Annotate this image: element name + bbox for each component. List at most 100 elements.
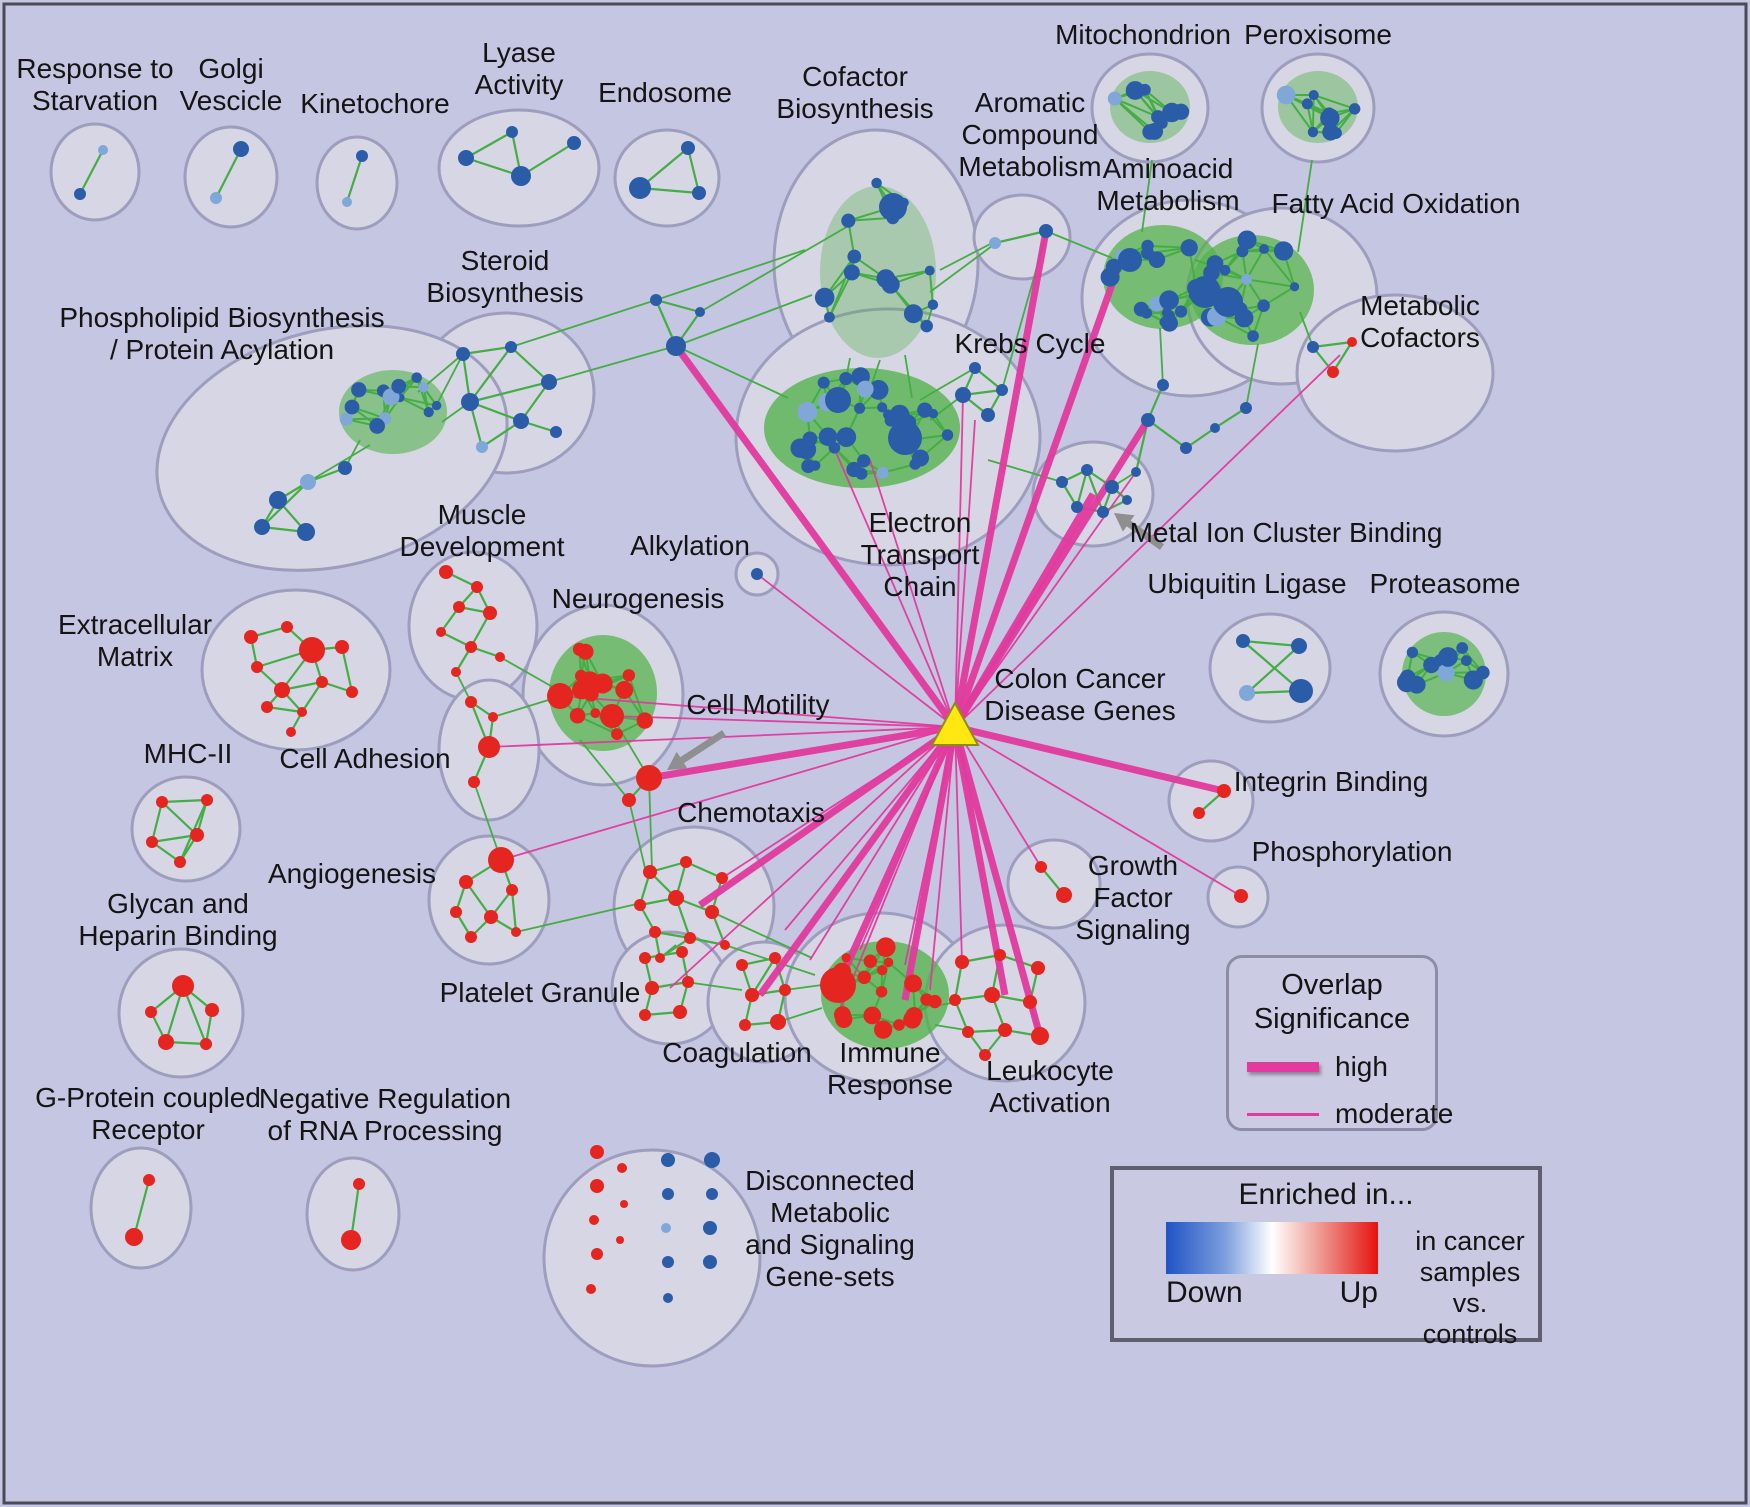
gene-node: [488, 712, 498, 722]
gene-node: [681, 141, 695, 155]
enrichment-gradient-labels: Down Up: [1166, 1276, 1378, 1310]
enrichment-edge: [686, 147, 701, 194]
gene-node: [909, 458, 921, 470]
overlap-edge-high: [951, 260, 1124, 729]
cluster-label: Ubiquitin Ligase: [1147, 568, 1346, 599]
cross-cluster-edge: [579, 739, 630, 801]
gene-node: [868, 379, 889, 400]
cluster-label: Kinetochore: [300, 88, 449, 119]
gene-node: [1172, 103, 1190, 120]
gene-node: [1240, 273, 1252, 285]
gene-node: [1259, 244, 1269, 254]
gene-node: [172, 975, 194, 997]
cluster-label: Chemotaxis: [677, 797, 825, 828]
gene-node: [955, 955, 969, 969]
cluster-label: Mitochondrion: [1055, 19, 1231, 50]
enrichment-edge: [685, 860, 723, 880]
overlap-edge-high: [834, 725, 959, 987]
gene-node: [949, 994, 961, 1006]
gene-node: [836, 427, 857, 447]
cross-cluster-edge: [1159, 327, 1164, 386]
gene-node: [346, 686, 358, 698]
gene-node: [254, 519, 270, 535]
gene-node: [1157, 379, 1169, 391]
gene-node: [338, 461, 352, 475]
overlap-legend-moderate-row: moderate: [1247, 1098, 1453, 1130]
gene-node: [1031, 961, 1045, 975]
gene-node: [1203, 264, 1220, 282]
cluster-label: Metal Ion Cluster Binding: [1130, 517, 1443, 548]
cross-cluster-edge: [1297, 159, 1313, 253]
gene-node: [779, 984, 791, 996]
overlap-edge-moderate: [784, 726, 956, 931]
overlap-edge-high: [951, 230, 1050, 728]
gene-node: [617, 1163, 627, 1173]
gene-node: [436, 627, 446, 637]
gene-node: [655, 953, 665, 963]
gene-node: [736, 959, 748, 971]
gene-node: [1146, 122, 1164, 140]
gene-node: [210, 192, 222, 204]
enrichment-edge: [132, 1179, 151, 1238]
gene-node: [1289, 679, 1313, 703]
gene-node: [143, 1174, 155, 1186]
cluster-ellipse-kinetochore: [315, 135, 399, 231]
moderate-significance-line-swatch: [1247, 1112, 1319, 1116]
gene-node: [663, 1293, 673, 1303]
gene-node: [751, 568, 763, 580]
gene-node: [876, 466, 889, 479]
cross-cluster-edge: [473, 781, 502, 861]
gene-node: [857, 970, 871, 985]
gene-node: [941, 429, 954, 441]
gene-node: [636, 712, 653, 729]
gene-node: [1348, 103, 1361, 115]
gene-node: [745, 988, 759, 1002]
annotation-arrowhead: [667, 751, 688, 770]
cluster-ellipse-endosome: [613, 128, 721, 228]
gene-node: [511, 927, 521, 937]
gene-node: [739, 1019, 751, 1031]
gene-node: [541, 374, 557, 390]
gene-node: [339, 412, 353, 426]
gene-node: [716, 872, 728, 884]
gene-node: [969, 362, 981, 374]
down-label: Down: [1166, 1276, 1243, 1309]
gene-node: [590, 1145, 604, 1159]
gene-node: [1234, 889, 1248, 903]
gene-node: [201, 794, 213, 806]
cluster-label: Angiogenesis: [268, 858, 436, 889]
gene-node: [616, 1236, 624, 1244]
gene-node: [598, 678, 613, 693]
gene-node: [706, 1188, 718, 1200]
gene-node: [451, 667, 461, 677]
gene-node: [1217, 784, 1231, 798]
gene-node: [316, 676, 328, 688]
gene-node: [1159, 290, 1179, 311]
cluster-ellipse-golgi-vescicle: [183, 125, 279, 229]
enrichment-gradient-column: Down Up: [1166, 1222, 1378, 1310]
gene-node: [547, 683, 573, 709]
enrichment-edge: [751, 957, 776, 996]
gene-node: [889, 404, 910, 425]
gene-node: [846, 461, 862, 478]
gene-node: [1289, 282, 1300, 292]
gene-node: [703, 1255, 717, 1269]
gene-node: [461, 393, 479, 411]
gene-node: [843, 264, 860, 281]
gene-node: [567, 136, 581, 150]
cross-cluster-edge: [510, 299, 657, 348]
gene-node: [1131, 467, 1141, 477]
gene-node: [857, 454, 871, 468]
cross-cluster-edge: [699, 224, 851, 313]
gene-node: [453, 601, 465, 613]
gene-node: [1035, 861, 1047, 873]
gene-node: [1056, 476, 1068, 488]
enrichment-edge: [79, 149, 104, 195]
overlap-edge-moderate: [954, 726, 1242, 897]
gene-node: [797, 402, 818, 422]
gene-node: [820, 967, 856, 1003]
enrichment-edge: [510, 346, 550, 383]
gene-node: [1460, 655, 1472, 666]
